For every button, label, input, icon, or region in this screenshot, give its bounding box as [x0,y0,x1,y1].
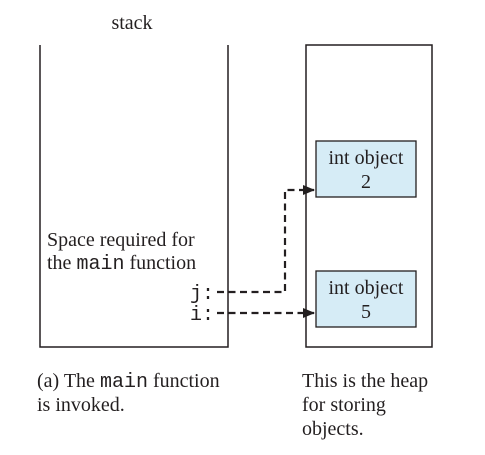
variable-i-label: i: [190,304,214,327]
heap-int-object-5-type: int object [329,277,404,299]
stack-frame [39,45,229,348]
heap-int-object-2-value: 2 [361,171,371,193]
heap-frame [305,44,433,348]
caption-main-code-keyword: main [100,371,148,394]
heap-int-object-5 [315,270,417,328]
space-required-label-line1: Space required for [47,229,195,251]
caption-right-line1: This is the heap [302,370,428,392]
heap-int-object-5-value: 5 [361,301,371,323]
caption-left-line1: (a) The main function [37,370,220,394]
reference-arrow-j [217,185,315,294]
heap-int-object-2-type: int object [329,147,404,169]
stack-title: stack [111,12,152,34]
variable-j-label: j: [190,283,214,306]
space-required-label-line2: the main function [47,252,196,276]
main-code-keyword: main [76,253,124,276]
caption-right-line2: for storing [302,394,386,416]
caption-right-line3: objects. [302,418,364,440]
heap-int-object-2 [315,140,417,198]
caption-left-line2: is invoked. [37,394,125,416]
